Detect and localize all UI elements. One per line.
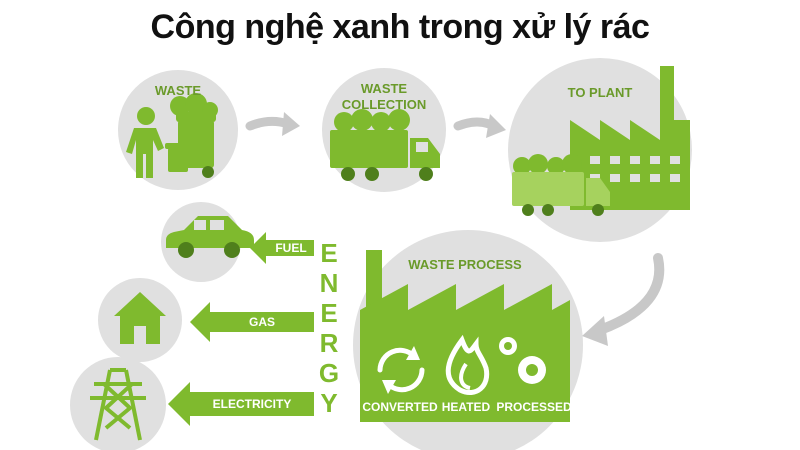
energy-letter-1: E (320, 238, 338, 268)
energy-letter-2: N (319, 268, 339, 298)
energy-letter-4: R (319, 328, 339, 358)
electricity-arrow (168, 382, 314, 426)
flow-arrow-3 (582, 253, 665, 346)
page-title: Công nghệ xanh trong xử lý rác (150, 8, 650, 46)
output-gas-label: GAS (248, 315, 275, 329)
step-processed: PROCESSED (496, 400, 572, 414)
stage-collection-label-2: COLLECTION (341, 97, 427, 112)
stage-collection-label-1: WASTE (360, 81, 408, 96)
circle-tower (70, 357, 166, 450)
person-bin-icon (126, 93, 218, 178)
garbage-truck-icon (330, 109, 440, 181)
step-converted: CONVERTED (362, 400, 438, 414)
house-icon (114, 292, 166, 344)
energy-letter-3: E (320, 298, 338, 328)
energy-letter-6: Y (320, 388, 338, 418)
output-electricity-label: ELECTRICITY (212, 397, 292, 411)
power-tower-icon (90, 368, 146, 441)
factory-icon (512, 66, 690, 216)
gears-icon (499, 337, 546, 384)
stage-plant-label: TO PLANT (567, 85, 633, 100)
stage-waste-label: WASTE (154, 83, 202, 98)
flame-icon (445, 334, 490, 395)
flow-arrow-2 (453, 114, 506, 138)
stage-process-label: WASTE PROCESS (408, 257, 522, 272)
recycle-icon (377, 346, 425, 394)
fuel-arrow (250, 232, 314, 264)
flow-arrow-1 (245, 112, 300, 136)
output-fuel-label: FUEL (275, 241, 307, 255)
step-heated: HEATED (441, 400, 491, 414)
gas-arrow (190, 302, 314, 342)
car-icon (166, 216, 254, 258)
energy-letter-5: G (318, 358, 340, 388)
